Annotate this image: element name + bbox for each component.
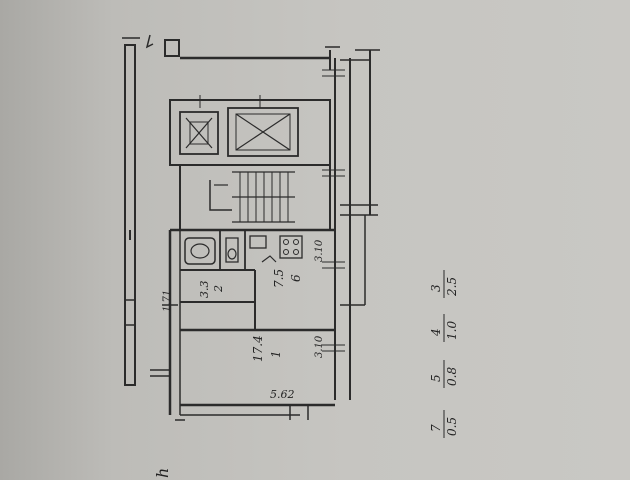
room-number-1: 1 [269, 350, 283, 358]
staircase [179, 164, 331, 231]
legend-area-3: 2.5 [445, 277, 459, 297]
room-area-1: 17.4 [251, 335, 265, 362]
area-legend: 3 2.5 4 1.0 5 0.8 7 0.5 [429, 270, 459, 438]
bathroom-fixtures [184, 235, 303, 265]
legend-room-3: 3 [429, 284, 443, 292]
dimension-hall-width: 1.71 [162, 290, 173, 312]
corner-text: h [153, 468, 172, 478]
legend-item-5: 5 0.8 [429, 360, 459, 388]
outer-wall-left [122, 34, 154, 386]
outer-wall-right [322, 49, 380, 400]
room-area-2: 3.3 [198, 281, 211, 299]
dimension-room1-width: 5.62 [270, 388, 295, 401]
room-number-2: 2 [212, 285, 225, 293]
legend-room-4: 4 [429, 328, 443, 337]
dimension-room6-depth: 3.10 [314, 239, 325, 262]
legend-area-5: 0.8 [445, 367, 459, 386]
legend-room-7: 7 [429, 424, 443, 432]
dimension-room1-depth: 3.10 [314, 335, 325, 358]
room-number-6: 6 [289, 274, 303, 282]
legend-area-7: 0.5 [445, 417, 459, 436]
legend-item-3: 3 2.5 [429, 270, 459, 298]
legend-area-4: 1.0 [445, 321, 459, 340]
room-labels: 1 17.4 2 3.3 6 7.5 [198, 269, 303, 362]
outer-wall-top [164, 39, 340, 70]
legend-item-4: 4 1.0 [429, 314, 459, 342]
elevator-shafts [169, 95, 331, 166]
apartment-walls [150, 228, 335, 421]
dimension-labels: 5.62 3.10 3.10 1.71 [162, 239, 325, 401]
legend-item-7: 7 0.5 [429, 410, 459, 438]
legend-room-5: 5 [429, 374, 443, 382]
room-area-6: 7.5 [272, 269, 286, 288]
